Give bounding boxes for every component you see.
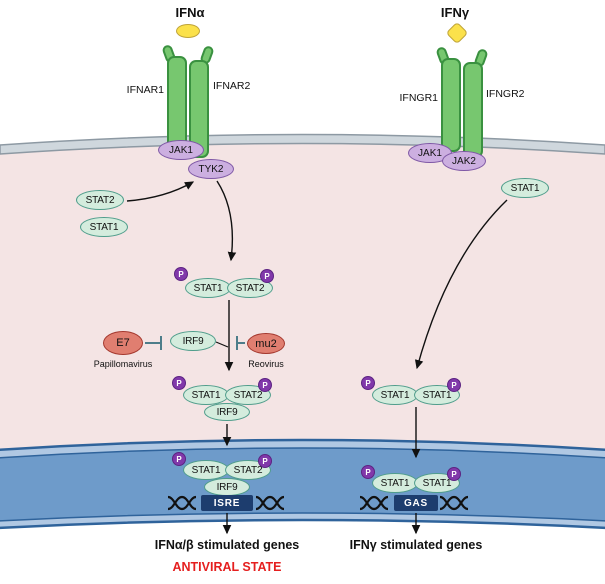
alpha-beta-genes-label: IFNα/β stimulated genes	[154, 538, 300, 552]
jak1-kinase: JAK1	[408, 143, 452, 163]
ifn-gamma-title: IFNγ	[440, 5, 470, 20]
gas-element-box: GAS	[394, 495, 438, 511]
jak2-kinase: JAK2	[442, 151, 486, 171]
nucleus	[0, 438, 605, 530]
stat1-molecule: STAT1	[372, 473, 418, 493]
arrow-stat-phosphorylation	[216, 180, 237, 262]
mu2-inhibition-tee	[236, 336, 245, 350]
phospho-badge: P	[260, 269, 274, 283]
ifnar1-label: IFNAR1	[126, 84, 164, 96]
ifngr1-label: IFNGR1	[399, 92, 438, 104]
stat2-molecule: STAT2	[76, 190, 124, 210]
isre-element-box: ISRE	[201, 495, 253, 511]
phospho-badge: P	[258, 454, 272, 468]
stat1-molecule: STAT1	[183, 460, 229, 480]
ifnar2-receptor	[189, 60, 209, 158]
ifngr1-receptor	[441, 58, 461, 152]
ifnar2-label: IFNAR2	[213, 80, 251, 92]
reovirus-label: Reovirus	[248, 359, 284, 369]
irf9-molecule: IRF9	[204, 403, 250, 421]
stat1-molecule: STAT1	[183, 385, 229, 405]
phospho-badge: P	[172, 376, 186, 390]
phospho-badge: P	[258, 378, 272, 392]
mu2-inhibitor: mu2	[247, 333, 285, 354]
irf9-molecule: IRF9	[170, 331, 216, 351]
phospho-badge: P	[361, 465, 375, 479]
stat2-molecule: STAT2	[227, 278, 273, 298]
irf9-molecule: IRF9	[204, 478, 250, 496]
phospho-badge: P	[172, 452, 186, 466]
jak1-kinase: JAK1	[158, 140, 204, 160]
e7-inhibition-tee	[145, 336, 162, 350]
phospho-badge: P	[361, 376, 375, 390]
irf9-join-line	[215, 341, 229, 348]
cytoplasm	[0, 139, 605, 500]
ifngr2-label: IFNGR2	[486, 88, 525, 100]
pathway-arrows	[126, 180, 508, 535]
e7-inhibitor: E7	[103, 331, 143, 355]
ifnar1-receptor	[167, 56, 187, 150]
inhibition-lines	[145, 336, 245, 350]
ifn-alpha-ligand-icon	[176, 24, 200, 38]
stat1-molecule: STAT1	[372, 385, 418, 405]
arrow-stat-recruitment	[126, 181, 195, 202]
phospho-badge: P	[447, 467, 461, 481]
stat1-molecule: STAT1	[80, 217, 128, 237]
phospho-badge: P	[174, 267, 188, 281]
stat1-molecule: STAT1	[501, 178, 549, 198]
tyk2-kinase: TYK2	[188, 159, 234, 179]
papillomavirus-label: Papillomavirus	[93, 359, 153, 369]
antiviral-state-label: ANTIVIRAL STATE	[172, 560, 282, 574]
stat1-molecule: STAT1	[185, 278, 231, 298]
arrow-stat1-dimerization	[414, 199, 508, 370]
phospho-badge: P	[447, 378, 461, 392]
ifngr2-receptor	[463, 62, 483, 158]
ifn-alpha-title: IFNα	[175, 5, 205, 20]
gamma-genes-label: IFNγ stimulated genes	[349, 538, 483, 552]
